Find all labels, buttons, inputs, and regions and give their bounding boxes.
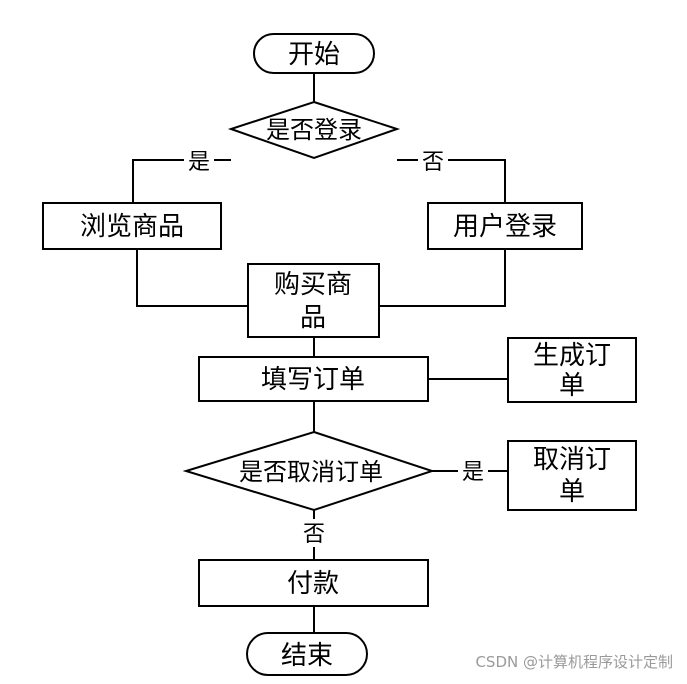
edge-login-yes-to-browse bbox=[132, 159, 231, 203]
cancel-decision: 是否取消订单 bbox=[182, 430, 436, 512]
login-yes-label: 是 bbox=[188, 150, 210, 175]
svg-text:用户登录: 用户登录 bbox=[453, 212, 557, 242]
svg-text:填写订单: 填写订单 bbox=[261, 365, 365, 395]
login-decision: 是否登录 bbox=[227, 100, 401, 160]
svg-text:付款: 付款 bbox=[287, 569, 339, 599]
svg-text:取消订: 取消订 bbox=[533, 445, 611, 475]
buy-products-node: 购买商 品 bbox=[247, 263, 380, 338]
svg-text:品: 品 bbox=[300, 303, 326, 333]
edge-browse-to-buy bbox=[136, 249, 248, 307]
svg-text:是否登录: 是否登录 bbox=[266, 116, 362, 144]
svg-text:购买商: 购买商 bbox=[274, 270, 352, 300]
login-no-label: 否 bbox=[422, 150, 444, 175]
svg-text:开始: 开始 bbox=[288, 40, 340, 70]
watermark: CSDN @计算机程序设计定制 bbox=[475, 653, 673, 671]
browse-products-node: 浏览商品 bbox=[42, 202, 222, 250]
cancel-order-node: 取消订 单 bbox=[507, 440, 637, 511]
svg-text:单: 单 bbox=[559, 371, 585, 401]
user-login-node: 用户登录 bbox=[427, 202, 583, 250]
cancel-yes-label: 是 bbox=[462, 460, 484, 485]
svg-text:单: 单 bbox=[559, 477, 585, 507]
start-node: 开始 bbox=[253, 33, 375, 74]
pay-node: 付款 bbox=[198, 559, 429, 607]
generate-order-node: 生成订 单 bbox=[507, 337, 637, 403]
edge-labels: 是 否 是 否 bbox=[184, 148, 488, 547]
end-node: 结束 bbox=[246, 632, 368, 676]
svg-text:浏览商品: 浏览商品 bbox=[80, 212, 184, 242]
fill-order-node: 填写订单 bbox=[198, 356, 429, 402]
svg-text:结束: 结束 bbox=[281, 641, 333, 671]
edge-user-login-to-buy bbox=[379, 249, 506, 307]
edge-login-no-to-user-login bbox=[397, 159, 506, 203]
svg-text:生成订: 生成订 bbox=[533, 341, 611, 371]
svg-text:是否取消订单: 是否取消订单 bbox=[239, 458, 383, 486]
cancel-no-label: 否 bbox=[303, 522, 325, 547]
